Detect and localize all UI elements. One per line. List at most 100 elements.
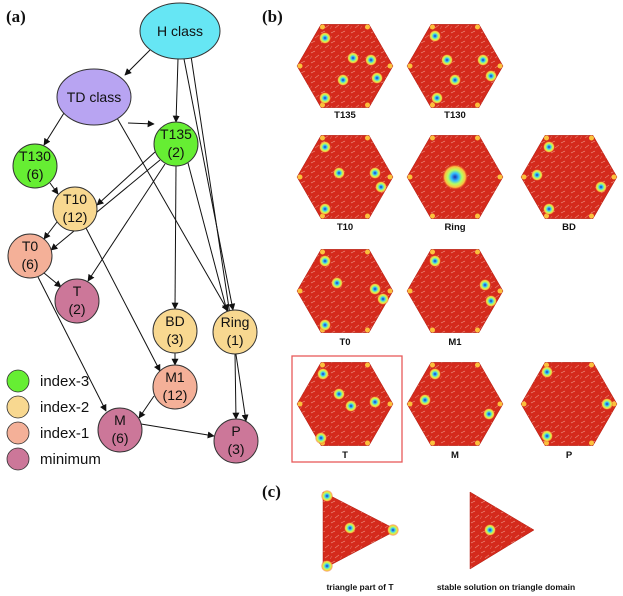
defect-t0-3 <box>319 319 331 331</box>
defect-t130-2 <box>477 54 489 66</box>
node-t10-count: (12) <box>63 209 88 225</box>
vertex-mark <box>387 63 393 69</box>
defect-t10-4 <box>375 181 387 193</box>
edge-t0-to-m <box>37 276 107 412</box>
defect-t-3 <box>369 396 381 408</box>
vertex-mark <box>475 24 480 30</box>
vertex-mark <box>589 362 594 368</box>
hexagon-domain-t10 <box>296 135 394 219</box>
caption-triangle-right: stable solution on triangle domain <box>437 582 575 592</box>
node-t10: T10 (12) <box>52 186 98 232</box>
defect-ring-0 <box>442 164 468 190</box>
vertex-mark <box>407 63 413 69</box>
defect-bd-0 <box>543 141 555 153</box>
vertex-mark <box>365 440 370 446</box>
solution-bd <box>520 135 618 219</box>
vertex-mark <box>589 440 594 446</box>
hexagon-domain-p <box>520 362 618 446</box>
vertex-mark <box>611 174 617 180</box>
vertex-mark <box>475 213 480 219</box>
solution-t10 <box>296 135 394 219</box>
edge-t10-to-m1 <box>85 227 161 372</box>
edge-m-to-p <box>140 423 215 439</box>
vertex-mark <box>430 213 435 219</box>
edge-t135-to-t10 <box>96 151 156 206</box>
vertex-mark <box>589 213 594 219</box>
defect-t10-3 <box>319 203 331 215</box>
vertex-mark <box>430 327 435 333</box>
edge-t10-to-t0 <box>43 221 58 240</box>
vertex-mark <box>387 288 393 294</box>
node-m1-count: (12) <box>163 387 188 403</box>
node-t135-label: T135 <box>160 126 192 142</box>
vertex-mark <box>475 327 480 333</box>
solution-m1 <box>406 249 504 333</box>
edge-t130-to-t10 <box>49 182 59 195</box>
node-t0: T0 (6) <box>7 233 53 279</box>
defect-m1-2 <box>485 295 497 307</box>
edge-t0-to-t <box>43 272 62 288</box>
legend-item-index-1: index-1 <box>6 421 89 445</box>
vertex-mark <box>387 174 393 180</box>
caption-t: T <box>342 450 348 461</box>
node-td-class: TD class <box>56 68 132 126</box>
caption-t130: T130 <box>444 110 466 121</box>
vertex-mark <box>407 401 413 407</box>
edge-t135-to-t <box>87 163 166 282</box>
defect-t0-2 <box>369 283 381 295</box>
vertex-mark <box>407 174 413 180</box>
node-h-class: H class <box>139 2 221 60</box>
vertex-mark <box>365 135 370 141</box>
node-ring-count: (1) <box>226 332 243 348</box>
vertex-mark <box>297 63 303 69</box>
vertex-mark <box>589 135 594 141</box>
caption-m: M <box>451 450 459 461</box>
hexagon-domain-t0 <box>296 249 394 333</box>
edge-m1-to-m <box>138 395 155 419</box>
node-ring: Ring (1) <box>212 309 258 355</box>
vertex-mark <box>365 249 370 255</box>
vertex-mark <box>430 24 435 30</box>
legend-label-index-1: index-1 <box>40 425 89 442</box>
vertex-mark <box>475 135 480 141</box>
panel-label-a: (a) <box>6 7 26 26</box>
defect-p-2 <box>541 430 553 442</box>
panel-label-b: (b) <box>262 7 283 26</box>
defect-triangle-left-1 <box>344 522 356 534</box>
triangle-domain-right <box>469 491 535 570</box>
defect-m1-0 <box>429 255 441 267</box>
edge-td-class-to-ring <box>116 117 229 312</box>
defect-t130-3 <box>449 74 461 86</box>
edge-td-class-to-t135 <box>127 120 155 128</box>
vertex-mark <box>521 401 527 407</box>
node-t135-count: (2) <box>167 144 184 160</box>
defect-t135-5 <box>371 72 383 84</box>
vertex-mark <box>320 362 325 368</box>
defect-m-1 <box>419 394 431 406</box>
node-p: P (3) <box>213 418 259 464</box>
vertex-mark <box>497 288 503 294</box>
node-h-class-label: H class <box>157 23 203 39</box>
caption-t135: T135 <box>334 110 356 121</box>
edge-h-class-to-ring <box>183 58 236 311</box>
node-t135: T135 (2) <box>153 121 199 167</box>
vertex-mark <box>544 135 549 141</box>
node-t130-count: (6) <box>26 166 43 182</box>
edge-h-class-to-t135 <box>172 58 180 123</box>
caption-triangle-left: triangle part of T <box>326 582 394 592</box>
caption-m1: M1 <box>448 337 462 348</box>
solution-t0 <box>296 249 394 333</box>
vertex-mark <box>320 24 325 30</box>
defect-m-2 <box>483 408 495 420</box>
hexagon-domain-bd <box>520 135 618 219</box>
defect-t130-5 <box>485 70 497 82</box>
legend-item-minimum: minimum <box>6 447 101 471</box>
legend: index-3 index-2 index-1 minimum <box>6 369 101 471</box>
defect-t0-4 <box>377 293 389 305</box>
defect-m-0 <box>429 368 441 380</box>
node-t10-label: T10 <box>63 191 87 207</box>
caption-ring: Ring <box>444 222 465 233</box>
caption-p: P <box>566 450 573 461</box>
node-t-label: T <box>73 283 82 299</box>
legend-label-index-3: index-3 <box>40 373 89 390</box>
